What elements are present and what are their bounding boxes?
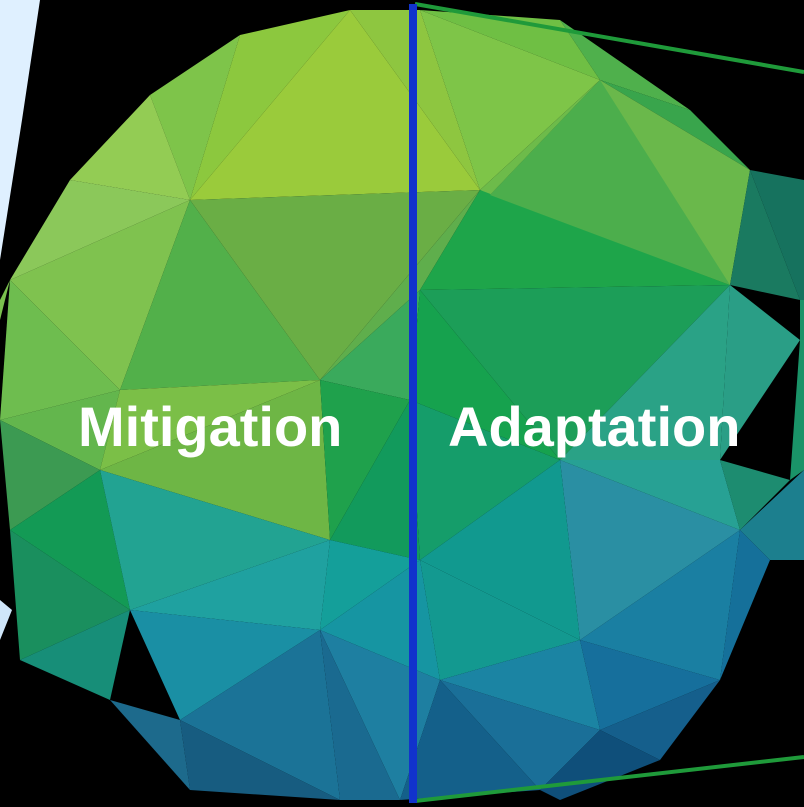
frame-line-top — [414, 2, 804, 74]
frame-line-bottom — [414, 755, 804, 803]
mitigation-label: Mitigation — [78, 395, 343, 458]
sphere-facets — [0, 10, 804, 800]
adaptation-label: Adaptation — [448, 395, 741, 458]
